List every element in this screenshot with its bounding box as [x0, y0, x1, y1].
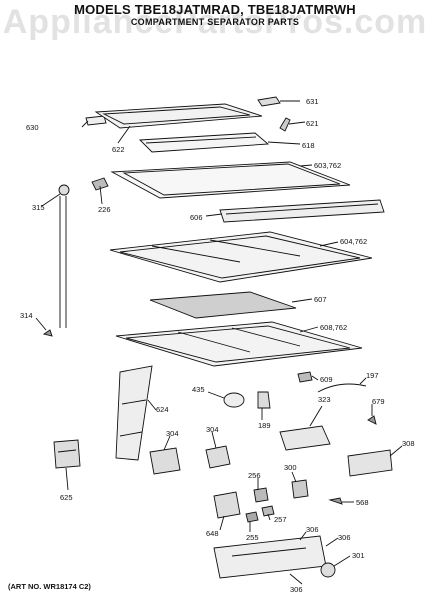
part-630 [85, 115, 107, 126]
callout-labels: 631 630 621 622 618 603,762 315 226 606 … [20, 97, 415, 594]
part-304a [149, 447, 181, 475]
part-255 [245, 511, 259, 523]
callout-label: 603,762 [314, 161, 341, 170]
callout-label: 604,762 [340, 237, 367, 246]
callout-label: 618 [302, 141, 315, 150]
part-197 [317, 383, 367, 393]
callout-label: 315 [32, 203, 45, 212]
part-323 [279, 425, 331, 451]
part-257 [261, 505, 275, 517]
part-435 [223, 392, 245, 408]
callout-label: 226 [98, 205, 111, 214]
part-604 [109, 231, 373, 283]
callout-label: 314 [20, 311, 33, 320]
part-315 [58, 184, 70, 196]
part-314 [42, 329, 53, 337]
callout-label: 608,762 [320, 323, 347, 332]
callout-label: 304 [166, 429, 179, 438]
callout-label: 304 [206, 425, 219, 434]
part-304b [205, 445, 231, 469]
part-308 [347, 449, 393, 477]
part-606 [219, 199, 385, 223]
callout-label: 255 [246, 533, 259, 542]
callout-label: 256 [248, 471, 261, 480]
diagram-title: MODELS TBE18JATMRAD, TBE18JATMRWH [74, 2, 356, 17]
part-306 [213, 535, 327, 579]
part-622 [94, 103, 263, 129]
callout-label: 300 [284, 463, 297, 472]
callout-label: 607 [314, 295, 327, 304]
part-648 [213, 491, 241, 519]
part-631 [257, 96, 281, 107]
callout-label: 323 [318, 395, 331, 404]
part-624 [115, 365, 153, 461]
callout-label: 631 [306, 97, 319, 106]
part-621 [279, 117, 291, 132]
callout-label: 197 [366, 371, 379, 380]
part-603 [110, 161, 351, 199]
callout-label: 630 [26, 123, 39, 132]
callout-label: 609 [320, 375, 333, 384]
part-256 [253, 487, 269, 503]
part-679 [367, 415, 377, 425]
callout-label: 189 [258, 421, 271, 430]
callout-label: 679 [372, 397, 385, 406]
callout-label: 435 [192, 385, 205, 394]
diagram-subtitle: COMPARTMENT SEPARATOR PARTS [130, 17, 300, 27]
callout-label: 624 [156, 405, 169, 414]
part-608 [115, 321, 363, 367]
part-301 [320, 562, 336, 578]
callout-label: 621 [306, 119, 319, 128]
callout-label: 306 [338, 533, 351, 542]
part-625 [53, 439, 81, 469]
part-226 [91, 177, 109, 191]
callout-label: 306 [306, 525, 319, 534]
part-300 [291, 479, 309, 499]
callout-label: 308 [402, 439, 415, 448]
callout-label: 648 [206, 529, 219, 538]
callout-label: 622 [112, 145, 125, 154]
callout-label: 257 [274, 515, 287, 524]
callout-label: 568 [356, 498, 369, 507]
callout-label: 306 [290, 585, 303, 594]
callout-label: 301 [352, 551, 365, 560]
part-189 [257, 391, 271, 409]
art-number: (ART NO. WR18174 C2) [8, 582, 91, 591]
callout-label: 606 [190, 213, 203, 222]
part-609 [297, 371, 313, 383]
part-607 [149, 291, 297, 319]
callout-label: 625 [60, 493, 73, 502]
part-568 [328, 497, 343, 505]
